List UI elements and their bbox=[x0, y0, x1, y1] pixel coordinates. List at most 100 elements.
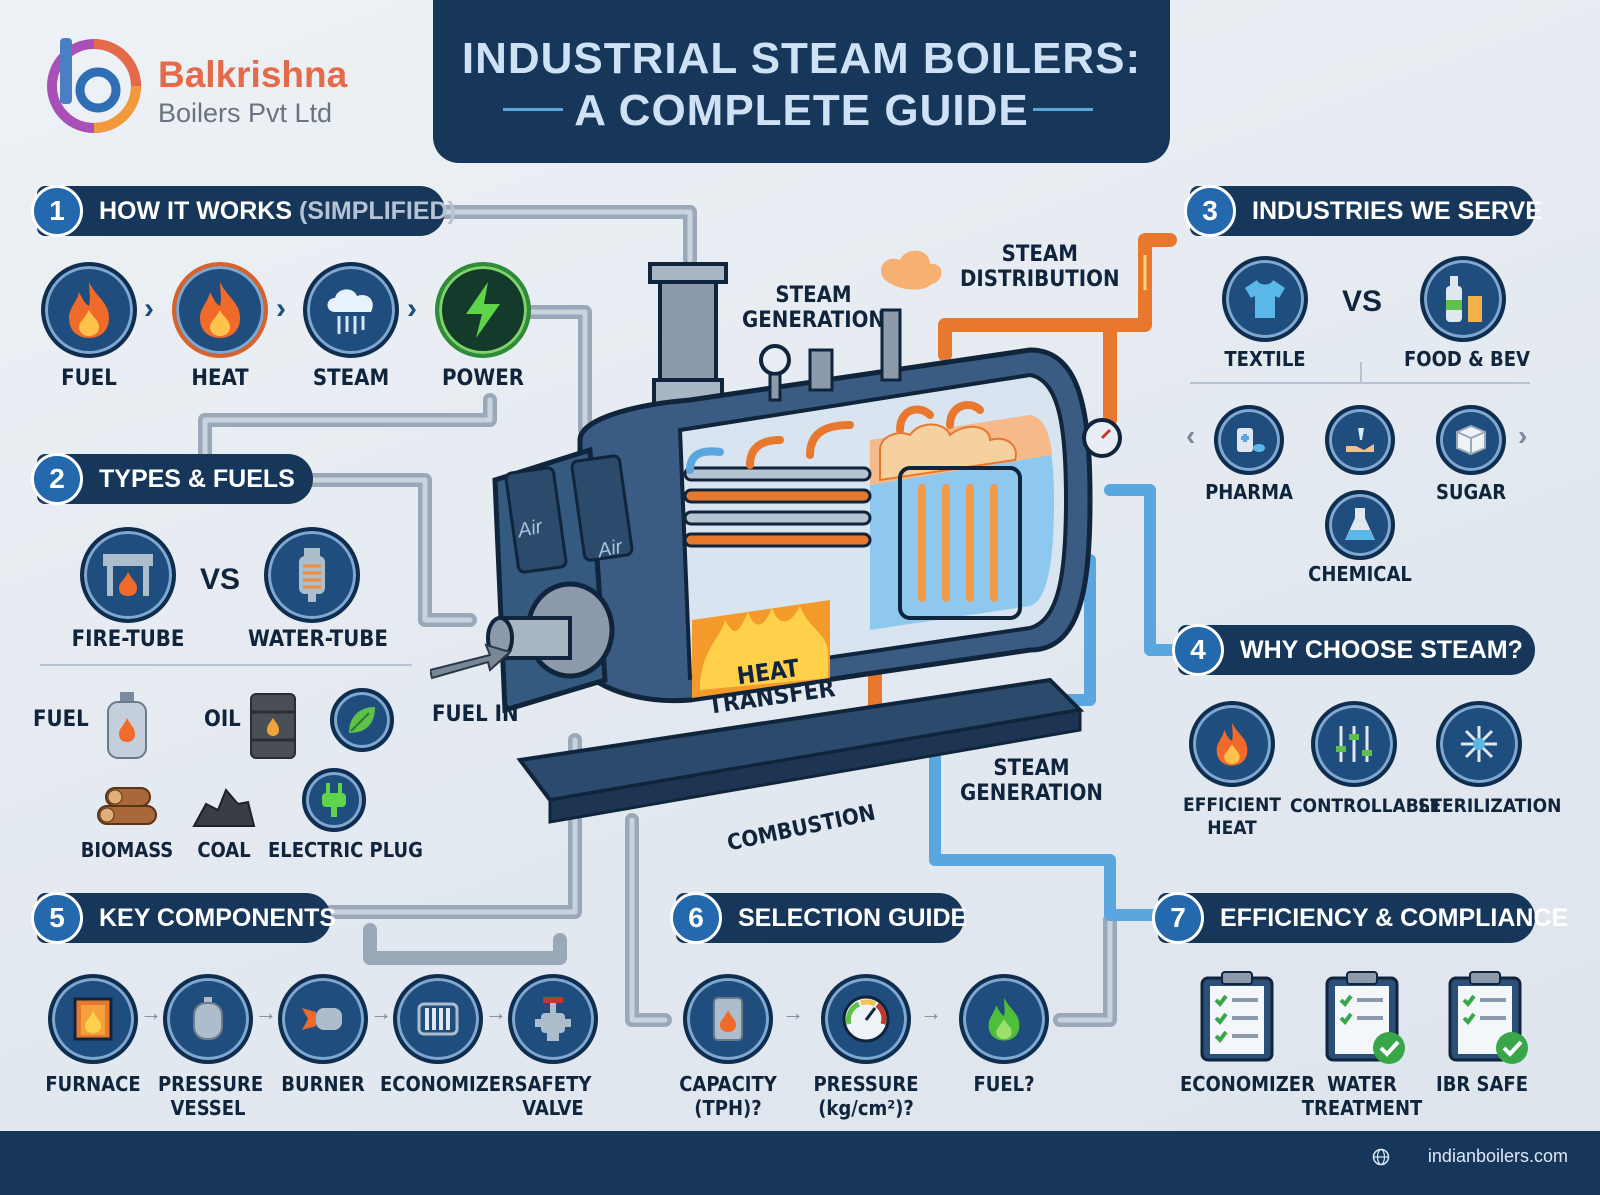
label-economizer: ECONOMIZER bbox=[380, 1072, 515, 1096]
title-dash-left bbox=[503, 108, 563, 111]
oil-barrel-icon bbox=[250, 693, 296, 759]
label-fuel-question: FUEL? bbox=[973, 1072, 1035, 1096]
label-pharma: PHARMA bbox=[1205, 480, 1293, 504]
label-steam: STEAM bbox=[312, 366, 390, 391]
section-number: 2 bbox=[31, 453, 83, 505]
label-electric-plug: ELECTRIC PLUG bbox=[268, 838, 423, 862]
label-coal: COAL bbox=[197, 838, 251, 862]
heat-flame-icon bbox=[172, 262, 268, 358]
label-sterilization: STERILIZATION bbox=[1418, 795, 1562, 817]
vs-label: VS bbox=[200, 563, 241, 596]
flow-arrow-icon: → bbox=[140, 1000, 162, 1025]
label-food-bev: FOOD & BEV bbox=[1404, 347, 1530, 371]
section-header-industries: 3 INDUSTRIES WE SERVE bbox=[1184, 185, 1542, 237]
steam-cloud-icon bbox=[303, 262, 399, 358]
fire-tube-icon bbox=[80, 527, 176, 623]
title-banner: INDUSTRIAL STEAM BOILERS: A COMPLETE GUI… bbox=[433, 0, 1170, 163]
capacity-tank-icon bbox=[683, 974, 773, 1064]
controllable-sliders-icon bbox=[1311, 701, 1397, 787]
section-number: 3 bbox=[1184, 185, 1236, 237]
label-fuel: FUEL bbox=[61, 366, 117, 391]
title-dash-right bbox=[1033, 108, 1093, 111]
label-sugar: SUGAR bbox=[1435, 480, 1507, 504]
flow-arrow-icon: → bbox=[782, 1000, 804, 1025]
label-fire-tube: FIRE-TUBE bbox=[71, 627, 185, 652]
section-subtitle: (SIMPLIFIED) bbox=[298, 197, 456, 225]
section-number: 1 bbox=[31, 185, 83, 237]
efficient-heat-flame-icon bbox=[1189, 701, 1275, 787]
logo-name: Balkrishna bbox=[158, 54, 348, 95]
label-steam-generation-bottom: STEAM GENERATION bbox=[960, 756, 1103, 806]
flow-arrow-icon: → bbox=[255, 1000, 277, 1025]
section-header-how-it-works: 1 HOW IT WORKS (SIMPLIFIED) bbox=[31, 185, 456, 237]
label-burner: BURNER bbox=[281, 1072, 365, 1096]
label-efficient-heat: EFFICIENT HEAT bbox=[1183, 794, 1281, 839]
label-furnace: FURNACE bbox=[45, 1072, 141, 1096]
chemical-hand-icon bbox=[1325, 405, 1395, 475]
chevron-right-icon[interactable]: › bbox=[1518, 420, 1528, 451]
section-header-efficiency: 7 EFFICIENCY & COMPLIANCE bbox=[1152, 892, 1568, 944]
divider-stem bbox=[1360, 362, 1362, 382]
biomass-logs-icon bbox=[97, 787, 157, 825]
section-title: SELECTION GUIDE bbox=[738, 904, 968, 932]
footer-bar bbox=[0, 1131, 1600, 1195]
pressure-vessel-icon bbox=[163, 974, 253, 1064]
label-pressure-vessel: PRESSURE VESSEL bbox=[158, 1072, 264, 1120]
ibr-safe-checklist-icon bbox=[1448, 971, 1528, 1064]
label-fuel-type: FUEL bbox=[33, 707, 89, 732]
globe-icon bbox=[1372, 1148, 1390, 1166]
flow-arrow-icon: → bbox=[370, 1000, 392, 1025]
section-header-types-fuels: 2 TYPES & FUELS bbox=[31, 453, 313, 505]
divider bbox=[1190, 382, 1530, 384]
power-lightning-icon bbox=[435, 262, 531, 358]
label-fuel-in: FUEL IN bbox=[432, 702, 519, 727]
logo-mark-icon bbox=[47, 38, 141, 133]
divider bbox=[40, 664, 412, 666]
safety-valve-icon bbox=[508, 974, 598, 1064]
logo-subtitle: Boilers Pvt Ltd bbox=[158, 98, 333, 128]
section-title: INDUSTRIES WE SERVE bbox=[1252, 197, 1542, 225]
title-line-2: A COMPLETE GUIDE bbox=[574, 86, 1029, 135]
label-steam-generation-top: STEAM GENERATION bbox=[742, 283, 885, 333]
section-title: WHY CHOOSE STEAM? bbox=[1240, 636, 1523, 664]
label-steam-distribution: STEAM DISTRIBUTION bbox=[960, 242, 1120, 292]
section-title: EFFICIENCY & COMPLIANCE bbox=[1220, 904, 1569, 932]
pressure-gauge-icon bbox=[1082, 418, 1122, 458]
furnace-icon bbox=[48, 974, 138, 1064]
label-oil: OIL bbox=[204, 707, 241, 732]
flow-arrow-icon: → bbox=[485, 1000, 507, 1025]
vs-label-industries: VS bbox=[1342, 285, 1383, 318]
section-title: TYPES & FUELS bbox=[99, 465, 295, 493]
sugar-cube-icon bbox=[1436, 405, 1506, 475]
flow-arrow-icon: › bbox=[276, 292, 286, 325]
pharma-icon bbox=[1214, 405, 1284, 475]
label-textile: TEXTILE bbox=[1224, 347, 1306, 371]
burner-icon bbox=[278, 974, 368, 1064]
footer-website-link[interactable]: indianboilers.com bbox=[1427, 1146, 1568, 1166]
section-title: KEY COMPONENTS bbox=[99, 904, 337, 932]
fuel-flame-icon bbox=[41, 262, 137, 358]
food-bev-bottle-icon bbox=[1420, 256, 1506, 342]
electric-plug-icon bbox=[302, 768, 366, 832]
chevron-left-icon[interactable]: ‹ bbox=[1186, 420, 1196, 451]
water-tube-icon bbox=[264, 527, 360, 623]
section-number: 4 bbox=[1172, 624, 1224, 676]
flow-arrow-icon: › bbox=[144, 292, 154, 325]
section-number: 6 bbox=[670, 892, 722, 944]
section-title: HOW IT WORKS bbox=[99, 197, 293, 225]
flow-arrow-icon: › bbox=[407, 292, 417, 325]
label-pressure: PRESSURE (kg/cm²)? bbox=[813, 1072, 919, 1120]
label-ibr-safe: IBR SAFE bbox=[1436, 1072, 1528, 1096]
label-water-treatment: WATER TREATMENT bbox=[1301, 1072, 1423, 1120]
coal-pile-icon bbox=[192, 788, 256, 827]
label-power: POWER bbox=[442, 366, 524, 391]
economizer-checklist-icon bbox=[1200, 971, 1274, 1062]
label-heat: HEAT bbox=[191, 366, 249, 391]
flow-arrow-icon: → bbox=[920, 1000, 942, 1025]
label-biomass: BIOMASS bbox=[80, 838, 174, 862]
section-number: 5 bbox=[31, 892, 83, 944]
label-chemical: CHEMICAL bbox=[1308, 562, 1412, 586]
label-safety-valve: SAFETY VALVE bbox=[514, 1072, 592, 1120]
title-line-1: INDUSTRIAL STEAM BOILERS: bbox=[461, 34, 1142, 83]
